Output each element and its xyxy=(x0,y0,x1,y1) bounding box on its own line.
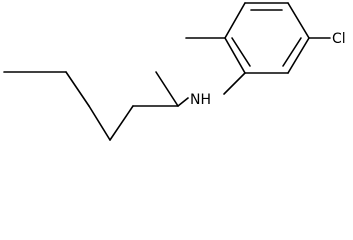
amine-label: NH xyxy=(190,92,211,108)
chain-bond-3 xyxy=(88,105,111,141)
chain-bond-2 xyxy=(109,105,134,141)
chemical-structure-diagram: Cl NH xyxy=(3,2,346,141)
chlorine-label: Cl xyxy=(332,31,346,47)
ring-double-bond-inner-2 xyxy=(282,37,302,67)
ring-bond-6 xyxy=(224,37,246,74)
aryl-nitrogen-bond xyxy=(223,72,246,95)
ring-double-bond-inner-3 xyxy=(231,37,251,67)
chain-bond-4 xyxy=(65,71,90,107)
ring-bond-1 xyxy=(224,2,246,39)
ring-bond-4 xyxy=(287,37,310,74)
nitrogen-carbon-bond xyxy=(177,97,189,107)
ring-bond-3 xyxy=(287,2,310,39)
branch-methyl-bond xyxy=(155,71,179,107)
